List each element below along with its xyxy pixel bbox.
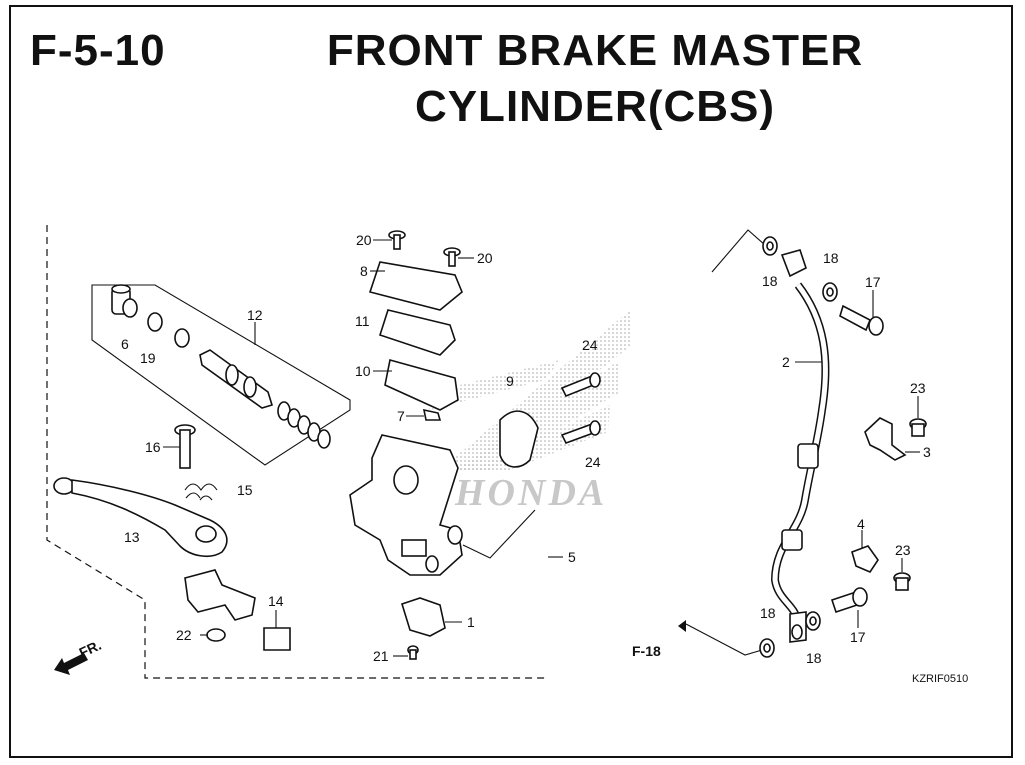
flange-bolt-part-23-lower	[893, 572, 911, 591]
front-direction-arrow-icon	[54, 653, 88, 675]
brake-hose-fill	[772, 283, 828, 621]
screw-part-20-right	[443, 247, 461, 267]
oil-bolt-part-17-top	[839, 304, 884, 336]
hose-stay-part-3	[864, 417, 907, 461]
diaphragm-part-10	[384, 358, 459, 411]
body-leader	[462, 509, 536, 559]
callout-15: 15	[237, 482, 253, 498]
callout-13: 13	[124, 529, 140, 545]
callout-18-bottom-left: 18	[760, 605, 776, 621]
bolt-part-24-upper	[560, 372, 601, 398]
callout-5: 5	[568, 549, 576, 565]
diaphragm-plate-part-11	[378, 309, 456, 356]
bolt-part-24-lower	[560, 420, 601, 444]
callout-21: 21	[373, 648, 389, 664]
callout-17-bottom: 17	[850, 629, 866, 645]
page-frame	[9, 5, 1013, 758]
callout-4: 4	[857, 516, 865, 532]
callout-7: 7	[397, 408, 405, 424]
callout-3: 3	[923, 444, 931, 460]
sealing-washer-part-18-top	[762, 236, 778, 256]
callout-11: 11	[355, 313, 370, 329]
screw-part-20-left	[388, 230, 406, 250]
callout-1: 1	[467, 614, 475, 630]
flange-bolt-part-23-upper	[909, 418, 927, 437]
float-part-7	[422, 408, 442, 421]
callout-18-bottom-right: 18	[806, 650, 822, 666]
front-indicator-label: FR.	[77, 637, 104, 661]
hose-clamp-part-4-upper	[797, 443, 819, 469]
callout-6: 6	[121, 336, 129, 352]
left-assembly-boundary	[46, 225, 545, 679]
sealing-washer-part-18-bottom-left	[759, 638, 775, 658]
diagram-code: KZRIF0510	[912, 673, 968, 685]
hose-fitting-top	[780, 249, 807, 278]
brake-switch-part-1	[401, 597, 446, 637]
callout-24-lower: 24	[585, 454, 601, 470]
spring-part-14	[263, 627, 291, 651]
washer-part-19	[147, 312, 190, 348]
nut-part-22	[206, 628, 226, 642]
callout-18-top: 18	[762, 273, 778, 289]
page-title-line-2: CYLINDER(CBS)	[414, 82, 776, 131]
callout-19: 19	[140, 350, 156, 366]
screw-part-21	[407, 645, 419, 660]
callout-20-right: 20	[477, 250, 493, 266]
cbs-link-knuckle	[184, 569, 256, 621]
callout-14: 14	[268, 593, 284, 609]
honda-watermark-text: HONDA	[454, 472, 607, 514]
callout-24-upper: 24	[582, 337, 598, 353]
callout-18-mid: 18	[823, 250, 839, 266]
spring-part-15	[184, 483, 218, 501]
callout-20-left: 20	[356, 232, 372, 248]
sealing-washer-part-18-bottom-right	[805, 611, 821, 631]
hose-leader-bottom	[685, 623, 763, 656]
callout-16: 16	[145, 439, 161, 455]
callout-17-top: 17	[865, 274, 881, 290]
hose-clamp-part-4	[851, 545, 879, 573]
sheet-code: F-5-10	[30, 26, 166, 75]
callout-23-upper: 23	[910, 380, 926, 396]
hose-fitting-bottom	[789, 611, 807, 643]
sealing-washer-part-18-mid	[822, 282, 838, 302]
callout-leaders	[163, 239, 920, 657]
section-ref-arrow-icon	[678, 620, 686, 632]
brake-lever-part-13	[53, 477, 228, 558]
callout-12: 12	[247, 307, 263, 323]
callout-2: 2	[782, 354, 790, 370]
pivot-collar-part-6	[111, 284, 138, 318]
hose-leader-top	[711, 229, 766, 273]
master-cylinder-body-part-5	[349, 434, 463, 576]
callout-8: 8	[360, 263, 368, 279]
callout-22: 22	[176, 627, 192, 643]
oil-bolt-part-17-bottom	[830, 587, 868, 614]
section-reference-f18: F-18	[632, 643, 661, 659]
piston-set-part-12	[199, 349, 331, 449]
callout-10: 10	[355, 363, 371, 379]
hose-grommet	[781, 529, 803, 551]
page-title-line-1: FRONT BRAKE MASTER	[326, 26, 864, 75]
callout-23-lower: 23	[895, 542, 911, 558]
holder-part-9	[499, 410, 539, 468]
pivot-bolt-part-16	[174, 424, 196, 469]
reservoir-cap-part-8	[368, 261, 463, 311]
callout-9: 9	[506, 373, 514, 389]
